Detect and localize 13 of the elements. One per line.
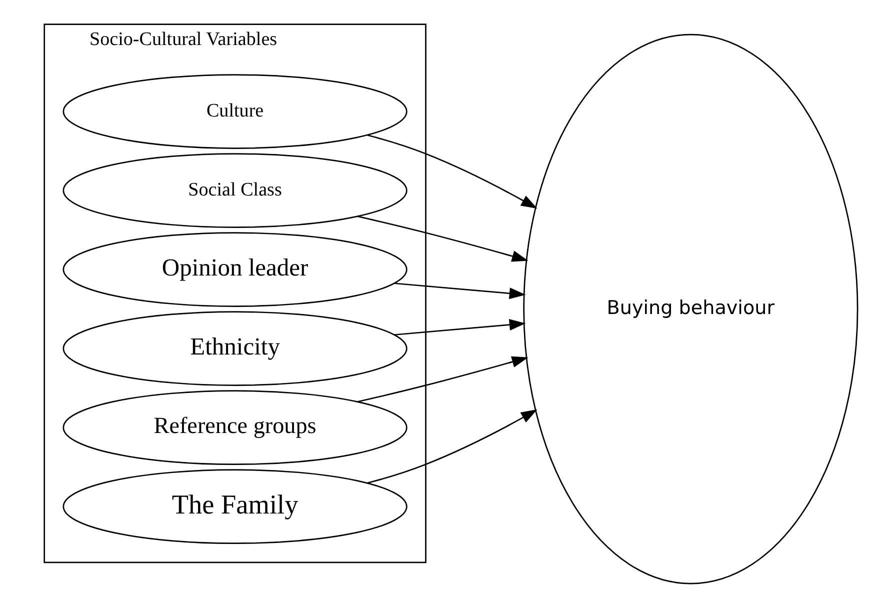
node-ellipse: Reference groups — [62, 390, 407, 466]
arrow — [394, 282, 526, 300]
node-ellipse: Ethnicity — [62, 311, 407, 386]
arrow — [366, 409, 537, 484]
node-ellipse: Social Class — [62, 153, 407, 228]
node-ellipse: Opinion leader — [62, 232, 407, 307]
node-ellipse: The Family — [62, 469, 407, 544]
arrow — [394, 319, 526, 336]
node-ellipse: Buying behaviour — [522, 34, 858, 584]
node-ellipse: Culture — [62, 74, 407, 149]
arrow — [356, 216, 528, 262]
arrow — [366, 134, 537, 209]
arrow — [356, 356, 528, 402]
